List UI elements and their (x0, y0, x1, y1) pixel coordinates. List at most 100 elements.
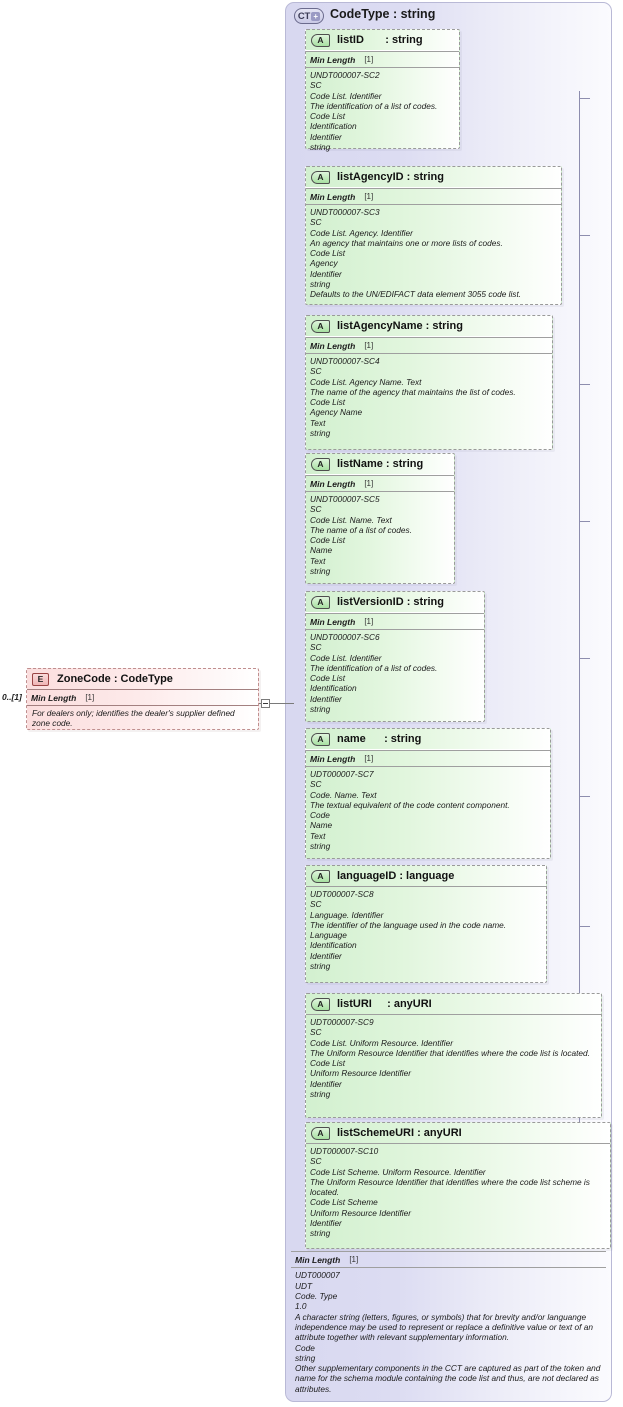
doc-line: UDT (295, 1280, 313, 1291)
attribute-box-name[interactable]: A name : string Min Length [1] UDT000007… (305, 728, 551, 859)
doc-line: SC (310, 899, 322, 910)
doc-line: string (310, 704, 331, 715)
attribute-header: A listID : string (306, 30, 459, 51)
doc-line: SC (310, 1156, 322, 1167)
attribute-documentation: UNDT000007-SC2 SC Code List. Identifier … (306, 68, 459, 155)
doc-line: Language. Identifier (310, 909, 384, 920)
connector-segment (259, 703, 262, 704)
attribute-box-languageid[interactable]: A languageID : language UDT000007-SC8 SC… (305, 865, 547, 983)
connector-stub (579, 235, 590, 236)
attribute-badge-icon: A (311, 869, 330, 883)
facet-value: [1] (364, 55, 374, 64)
attribute-box-listagencyid[interactable]: A listAgencyID : string Min Length [1] U… (305, 166, 562, 305)
doc-line: string (310, 1228, 331, 1239)
connector-stub (579, 796, 590, 797)
facet-label: Min Length (295, 1254, 341, 1265)
doc-line: Code List. Agency. Identifier (310, 227, 413, 238)
element-badge-icon: E (32, 672, 49, 686)
facet-label: Min Length (310, 478, 356, 489)
attribute-box-listname[interactable]: A listName : string Min Length [1] UNDT0… (305, 453, 455, 584)
attribute-documentation: UDT000007-SC9 SC Code List. Uniform Reso… (306, 1015, 601, 1102)
facet-label: Min Length (310, 616, 356, 627)
attribute-title: listAgencyName : string (337, 320, 463, 332)
doc-line: Identification (310, 683, 357, 694)
facet-value: [1] (364, 754, 374, 763)
doc-line: UNDT000007-SC3 (310, 207, 380, 217)
doc-line: The textual equivalent of the code conte… (310, 799, 510, 810)
attribute-box-listuri[interactable]: A listURI : anyURI UDT000007-SC9 SC Code… (305, 993, 602, 1118)
attribute-box-listagencyname[interactable]: A listAgencyName : string Min Length [1]… (305, 315, 553, 450)
doc-line: string (310, 841, 331, 852)
attribute-badge-icon: A (311, 170, 330, 184)
doc-line: Identifier (310, 950, 342, 961)
doc-line: Code. Name. Text (310, 789, 377, 800)
doc-line: Identifier (310, 693, 342, 704)
doc-line: SC (310, 642, 322, 653)
complextype-container[interactable]: CT+ CodeType : string A listID : string … (285, 2, 612, 1402)
attribute-facet-row: Min Length [1] (306, 613, 484, 630)
doc-line: The Uniform Resource Identifier that ide… (310, 1047, 590, 1058)
doc-line: Identifier (310, 1078, 342, 1089)
attribute-header: A listName : string (306, 454, 454, 475)
doc-line: Agency (310, 258, 338, 269)
doc-line: string (310, 961, 331, 972)
element-header: E ZoneCode : CodeType (27, 669, 258, 689)
doc-line: Code List. Name. Text (310, 514, 392, 525)
doc-line: Text (310, 417, 326, 428)
attribute-title: listURI : anyURI (337, 998, 432, 1010)
attribute-title: name : string (337, 733, 422, 745)
doc-line: UDT000007-SC9 (310, 1017, 374, 1027)
doc-line: Code List (310, 673, 346, 684)
doc-line: Code List Scheme (310, 1197, 378, 1208)
attribute-connector-rail (579, 91, 580, 1171)
attribute-title: listName : string (337, 458, 424, 470)
doc-line: SC (310, 779, 322, 790)
attribute-box-listschemeuri[interactable]: A listSchemeURI : anyURI UDT000007-SC10 … (305, 1122, 611, 1249)
attribute-header: A name : string (306, 729, 550, 750)
expand-plus-icon[interactable]: + (311, 11, 321, 21)
attribute-badge-icon: A (311, 1126, 330, 1140)
doc-line: UDT000007-SC8 (310, 889, 374, 899)
doc-line: string (310, 566, 331, 577)
facet-value: [1] (85, 693, 95, 702)
element-documentation: For dealers only; identifies the dealer'… (32, 708, 235, 729)
connector-stub (579, 658, 590, 659)
attribute-box-listid[interactable]: A listID : string Min Length [1] UNDT000… (305, 29, 460, 152)
doc-line: Code (295, 1342, 315, 1353)
doc-line: Other supplementary components in the CC… (295, 1363, 601, 1394)
doc-line: SC (310, 1027, 322, 1038)
element-title: ZoneCode : CodeType (57, 673, 173, 685)
doc-line: Uniform Resource Identifier (310, 1207, 411, 1218)
doc-line: Code List. Identifier (310, 90, 382, 101)
element-box-zonecode[interactable]: E ZoneCode : CodeType Min Length [1] For… (26, 668, 259, 730)
doc-line: Code. Type (295, 1291, 338, 1302)
attribute-box-listversionid[interactable]: A listVersionID : string Min Length [1] … (305, 591, 485, 722)
doc-line: Text (310, 555, 326, 566)
complextype-badge[interactable]: CT+ (294, 8, 324, 24)
facet-value: [1] (364, 192, 374, 201)
cardinality-label: 0..[1] (2, 692, 22, 702)
doc-line: SC (310, 80, 322, 91)
doc-line: UNDT000007-SC2 (310, 70, 380, 80)
doc-line: UDT000007-SC10 (310, 1146, 379, 1156)
doc-line: Code List (310, 1058, 346, 1069)
attribute-documentation: UDT000007-SC7 SC Code. Name. Text The te… (306, 767, 550, 854)
collapse-toggle[interactable] (261, 699, 270, 708)
doc-line: string (310, 279, 331, 290)
doc-line: Identification (310, 121, 357, 132)
attribute-facet-row: Min Length [1] (306, 51, 459, 68)
attribute-header: A languageID : language (306, 866, 546, 887)
attribute-badge-icon: A (311, 319, 330, 333)
doc-line: Code List (310, 248, 346, 259)
facet-value: [1] (364, 341, 374, 350)
doc-line: The name of a list of codes. (310, 524, 412, 535)
attribute-header: A listURI : anyURI (306, 994, 601, 1015)
doc-line: An agency that maintains one or more lis… (310, 237, 503, 248)
attribute-documentation: UNDT000007-SC4 SC Code List. Agency Name… (306, 354, 552, 441)
attribute-facet-row: Min Length [1] (306, 337, 552, 354)
attribute-badge-icon: A (311, 732, 330, 746)
attribute-header: A listAgencyName : string (306, 316, 552, 337)
doc-line: Identifier (310, 268, 342, 279)
facet-label: Min Length (310, 753, 356, 764)
